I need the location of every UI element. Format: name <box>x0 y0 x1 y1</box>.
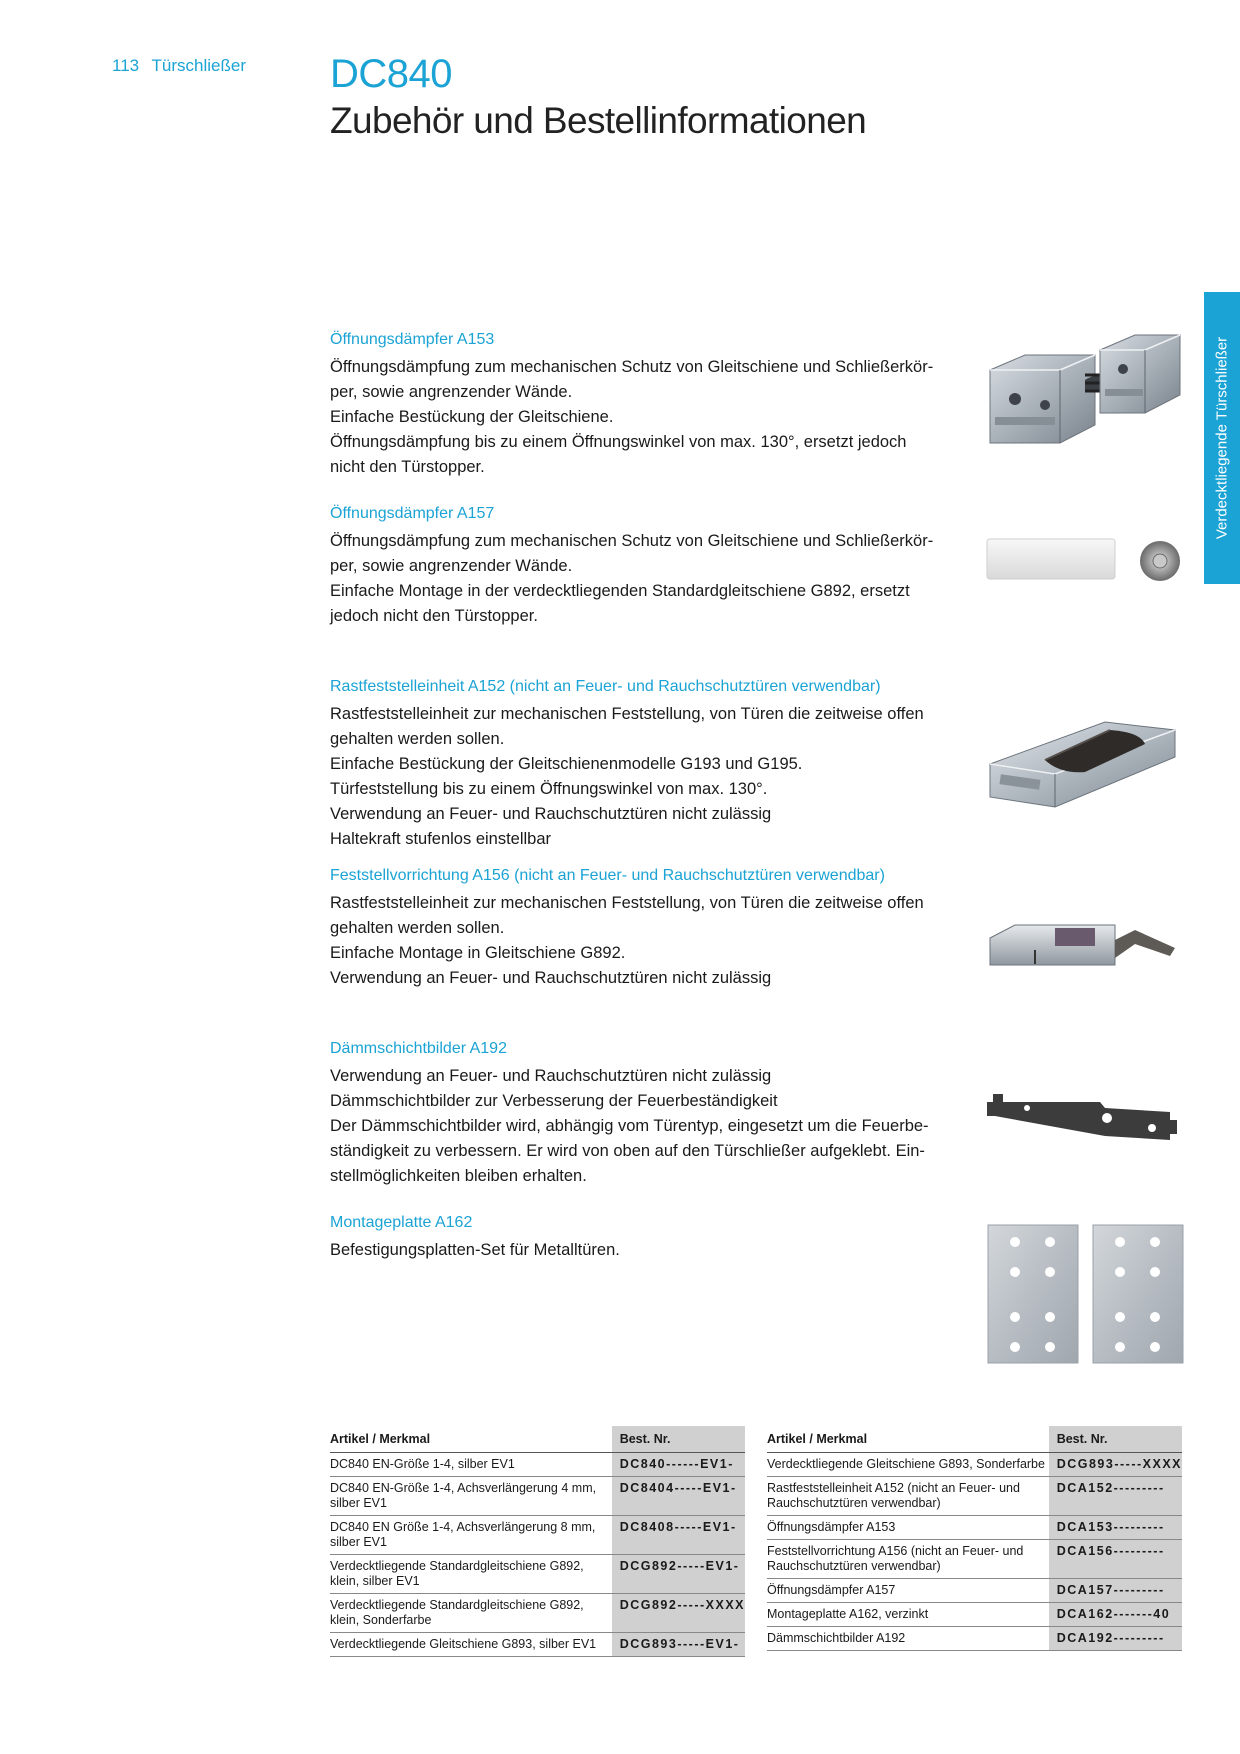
section-line: Verwendung an Feuer- und Rauchschutztüre… <box>330 805 772 823</box>
table-row: Öffnungsdämpfer A157 DCA157--------- <box>767 1578 1182 1603</box>
page-label: 113 Türschließer <box>112 56 246 76</box>
table-row: Verdecktliegende Gleitschiene G893, silb… <box>330 1632 745 1657</box>
article-cell: Montageplatte A162, verzinkt <box>767 1602 1049 1627</box>
section-line: Einfache Bestückung der Gleitschiene. <box>330 408 614 426</box>
column-header-order-number: Best. Nr. <box>611 1426 745 1453</box>
section-line: Der Dämmschichtbilder wird, abhängig vom… <box>330 1117 929 1135</box>
product-image-a157 <box>986 538 1180 581</box>
table-row: DC840 EN-Größe 1-4, Achsverlängerung 4 m… <box>330 1476 745 1516</box>
article-cell: Verdecktliegende Standardgleitschiene G8… <box>330 1593 612 1633</box>
section-line: Verwendung an Feuer- und Rauchschutztüre… <box>330 1067 772 1085</box>
section-a192: Dämmschichtbilder A192 Verwendung an Feu… <box>330 1040 950 1189</box>
order-number-cell: DC8408-----EV1- <box>611 1515 745 1555</box>
section-line: Haltekraft stufenlos einstellbar <box>330 830 552 848</box>
section-a156: Feststellvorrichtung A156 (nicht an Feue… <box>330 867 950 991</box>
section-line: Einfache Montage in der verdecktliegende… <box>330 582 910 600</box>
product-image-a162 <box>987 1224 1184 1364</box>
page-title: DC840 <box>330 52 453 96</box>
table-row: Montageplatte A162, verzinkt DCA162-----… <box>767 1602 1182 1627</box>
article-cell: Feststellvorrichtung A156 (nicht an Feue… <box>767 1539 1049 1579</box>
order-number-cell: DC8404-----EV1- <box>611 1476 745 1516</box>
order-number-cell: DCG892-----EV1- <box>611 1554 745 1594</box>
section-line: Öffnungsdämpfung zum mechanischen Schutz… <box>330 532 934 550</box>
order-number-cell: DCG892-----XXXX <box>611 1593 745 1633</box>
section-a153: Öffnungsdämpfer A153 Öffnungsdämpfung zu… <box>330 331 950 480</box>
order-number-cell: DCA156--------- <box>1048 1539 1182 1579</box>
section-line: nicht den Türstopper. <box>330 458 485 476</box>
section-heading: Dämmschichtbilder A192 <box>330 1040 507 1057</box>
order-table-right: Artikel / Merkmal Best. Nr. Verdecktlieg… <box>767 1426 1182 1651</box>
table-row: Verdecktliegende Standardgleitschiene G8… <box>330 1554 745 1594</box>
section-heading: Feststellvorrichtung A156 (nicht an Feue… <box>330 867 885 884</box>
product-image-a192 <box>987 1094 1177 1140</box>
section-line: jedoch nicht den Türstopper. <box>330 607 538 625</box>
section-line: Verwendung an Feuer- und Rauchschutztüre… <box>330 969 772 987</box>
order-number-cell: DCG893-----XXXX <box>1048 1452 1182 1477</box>
section-line: gehalten werden sollen. <box>330 919 505 937</box>
section-line: per, sowie angrenzender Wände. <box>330 383 573 401</box>
section-line: ständigkeit zu verbessern. Er wird von o… <box>330 1142 925 1160</box>
article-cell: DC840 EN-Größe 1-4, silber EV1 <box>330 1452 612 1477</box>
side-tab[interactable]: Verdecktliegende Türschließer <box>1204 292 1240 584</box>
order-number-cell: DCG893-----EV1- <box>611 1632 745 1657</box>
order-number-cell: DCA152--------- <box>1048 1476 1182 1516</box>
section-a152: Rastfeststelleinheit A152 (nicht an Feue… <box>330 678 950 852</box>
section-line: Einfache Bestückung der Gleitschienenmod… <box>330 755 803 773</box>
table-row: Öffnungsdämpfer A153 DCA153--------- <box>767 1515 1182 1540</box>
section-heading: Öffnungsdämpfer A153 <box>330 331 495 348</box>
section-a162: Montageplatte A162 Befestigungsplatten-S… <box>330 1214 950 1263</box>
section-name: Türschließer <box>151 56 246 75</box>
section-heading: Rastfeststelleinheit A152 (nicht an Feue… <box>330 678 881 695</box>
section-line: Befestigungsplatten-Set für Metalltüren. <box>330 1241 620 1259</box>
section-line: Rastfeststelleinheit zur mechanischen Fe… <box>330 705 924 723</box>
section-line: Dämmschichtbilder zur Verbesserung der F… <box>330 1092 778 1110</box>
article-cell: Verdecktliegende Gleitschiene G893, silb… <box>330 1632 612 1657</box>
order-number-cell: DCA162-------40 <box>1048 1602 1182 1627</box>
order-number-cell: DCA157--------- <box>1048 1578 1182 1603</box>
order-number-cell: DCA192--------- <box>1048 1626 1182 1651</box>
column-header-article: Artikel / Merkmal <box>330 1426 612 1453</box>
order-number-cell: DC840------EV1- <box>611 1452 745 1477</box>
section-line: gehalten werden sollen. <box>330 730 505 748</box>
table-row: DC840 EN Größe 1-4, Achsverlängerung 8 m… <box>330 1515 745 1555</box>
section-line: Öffnungsdämpfung bis zu einem Öffnungswi… <box>330 433 907 451</box>
article-cell: Verdecktliegende Gleitschiene G893, Sond… <box>767 1452 1049 1477</box>
section-line: stellmöglichkeiten bleiben erhalten. <box>330 1167 587 1185</box>
section-line: per, sowie angrenzender Wände. <box>330 557 573 575</box>
section-heading: Öffnungsdämpfer A157 <box>330 505 495 522</box>
product-image-a152 <box>989 721 1176 808</box>
article-cell: DC840 EN Größe 1-4, Achsverlängerung 8 m… <box>330 1515 612 1555</box>
page-number: 113 <box>112 56 140 75</box>
table-row: DC840 EN-Größe 1-4, silber EV1 DC840----… <box>330 1452 745 1477</box>
side-tab-label: Verdecktliegende Türschließer <box>1213 336 1231 540</box>
product-image-a156 <box>989 924 1175 966</box>
table-row: Rastfeststelleinheit A152 (nicht an Feue… <box>767 1476 1182 1516</box>
article-cell: DC840 EN-Größe 1-4, Achsverlängerung 4 m… <box>330 1476 612 1516</box>
table-row: Dämmschichtbilder A192 DCA192--------- <box>767 1626 1182 1651</box>
section-heading: Montageplatte A162 <box>330 1214 473 1231</box>
table-row: Feststellvorrichtung A156 (nicht an Feue… <box>767 1539 1182 1579</box>
column-header-article: Artikel / Merkmal <box>767 1426 1049 1453</box>
article-cell: Öffnungsdämpfer A153 <box>767 1515 1049 1540</box>
article-cell: Dämmschichtbilder A192 <box>767 1626 1049 1651</box>
section-a157: Öffnungsdämpfer A157 Öffnungsdämpfung zu… <box>330 505 950 629</box>
table-row: Verdecktliegende Standardgleitschiene G8… <box>330 1593 745 1633</box>
order-number-cell: DCA153--------- <box>1048 1515 1182 1540</box>
column-header-order-number: Best. Nr. <box>1048 1426 1182 1453</box>
section-line: Rastfeststelleinheit zur mechanischen Fe… <box>330 894 924 912</box>
article-cell: Öffnungsdämpfer A157 <box>767 1578 1049 1603</box>
table-row: Verdecktliegende Gleitschiene G893, Sond… <box>767 1452 1182 1477</box>
article-cell: Rastfeststelleinheit A152 (nicht an Feue… <box>767 1476 1049 1516</box>
section-line: Öffnungsdämpfung zum mechanischen Schutz… <box>330 358 934 376</box>
article-cell: Verdecktliegende Standardgleitschiene G8… <box>330 1554 612 1594</box>
product-image-a153 <box>989 334 1181 444</box>
order-table-left: Artikel / Merkmal Best. Nr. DC840 EN-Grö… <box>330 1426 745 1657</box>
page-subtitle: Zubehör und Bestellinformationen <box>330 100 867 141</box>
section-line: Türfeststellung bis zu einem Öffnungswin… <box>330 780 768 798</box>
section-line: Einfache Montage in Gleitschiene G892. <box>330 944 626 962</box>
